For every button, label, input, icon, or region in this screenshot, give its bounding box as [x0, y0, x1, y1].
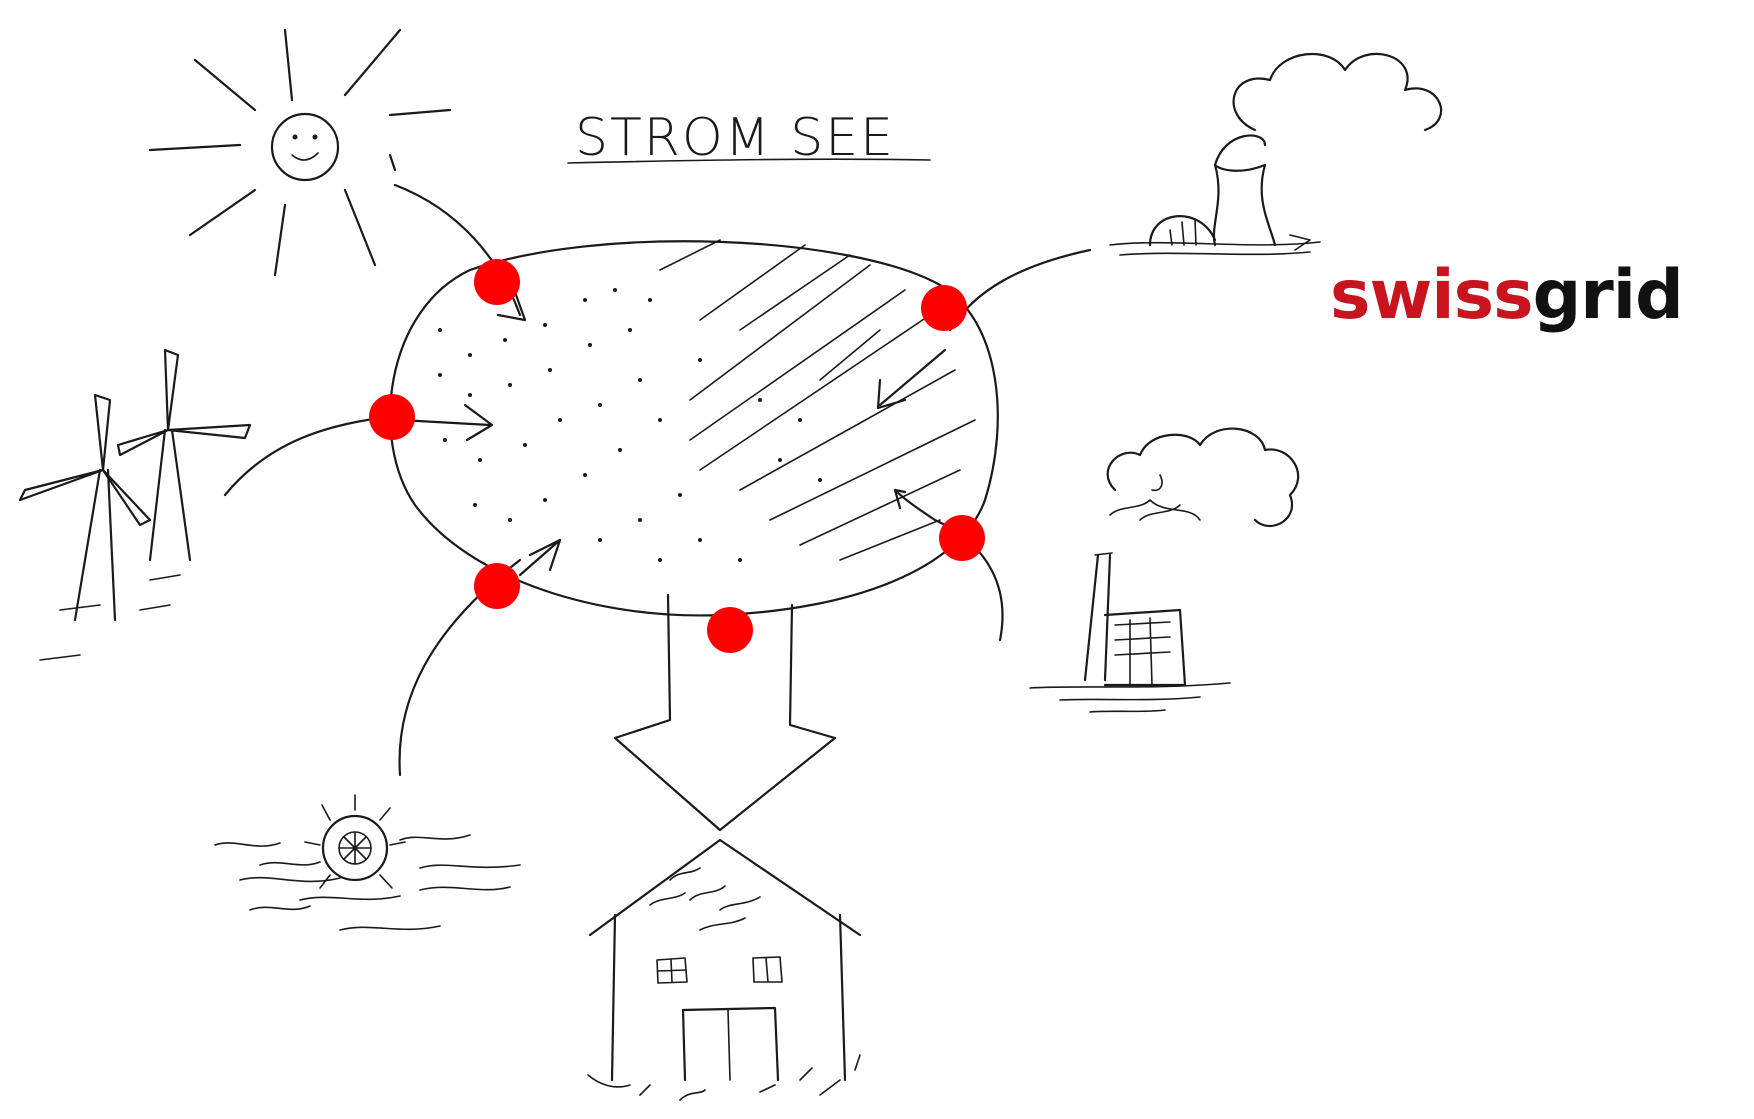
house-icon — [588, 840, 860, 1100]
wind-arrowhead — [465, 405, 492, 440]
sun-icon — [150, 30, 450, 275]
connection-point-fossil[interactable] — [939, 515, 985, 561]
logo-part-grid: grid — [1533, 256, 1683, 335]
fossil-flow-arrow — [895, 490, 1002, 640]
connection-point-consumption[interactable] — [707, 607, 753, 653]
swissgrid-logo: swissgrid — [1330, 262, 1683, 330]
water-wheel-icon — [215, 795, 520, 930]
connection-point-wind[interactable] — [369, 394, 415, 440]
nuclear-plant-icon — [1110, 54, 1441, 255]
connection-point-solar[interactable] — [474, 259, 520, 305]
logo-part-swiss: swiss — [1330, 256, 1533, 335]
nuclear-flow-arrow — [880, 350, 945, 405]
connection-point-nuclear[interactable] — [921, 285, 967, 331]
connection-points — [369, 259, 985, 653]
connection-point-hydro[interactable] — [474, 563, 520, 609]
wind-turbine-icon — [20, 350, 250, 660]
fossil-plant-icon — [1030, 429, 1298, 712]
nuclear-flow-line — [950, 250, 1090, 330]
